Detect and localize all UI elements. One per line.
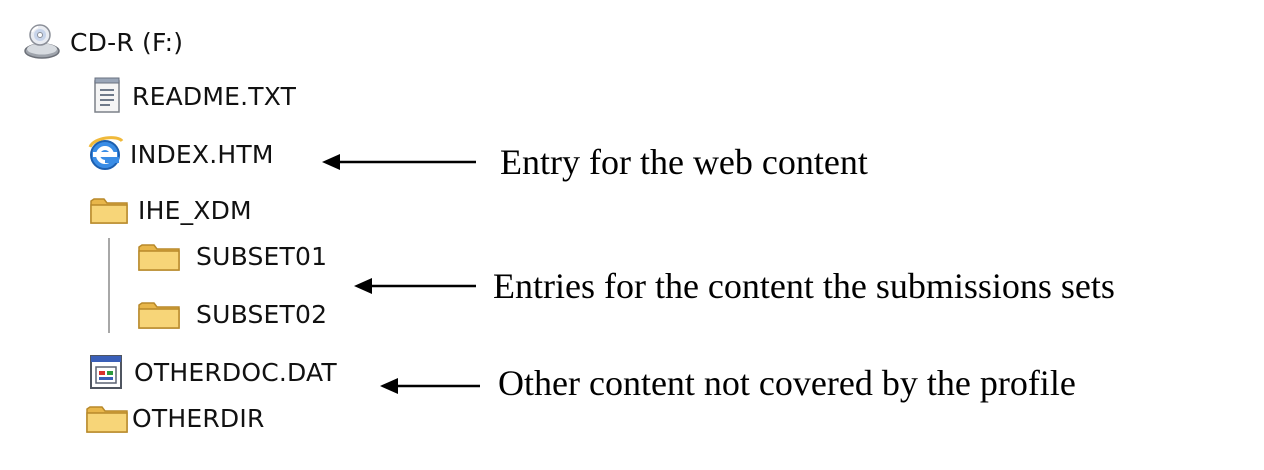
annotation-submission-sets: Entries for the content the submissions … xyxy=(493,266,1115,306)
text-file-icon xyxy=(90,76,124,116)
folder-icon xyxy=(136,294,182,334)
arrow-other-content xyxy=(380,378,480,394)
tree-item-otherdoc[interactable]: OTHERDOC.DAT xyxy=(88,352,337,392)
tree-connector-line xyxy=(108,238,110,333)
tree-item-drive[interactable]: CD-R (F:) xyxy=(22,22,183,62)
arrow-submission-sets xyxy=(354,278,476,294)
internet-explorer-icon xyxy=(84,133,126,175)
ihe-xdm-label: IHE_XDM xyxy=(138,195,252,225)
arrow-web-content xyxy=(322,154,476,170)
index-label: INDEX.HTM xyxy=(130,139,274,169)
tree-item-subset01[interactable]: SUBSET01 xyxy=(136,236,327,276)
folder-icon xyxy=(84,398,130,438)
annotation-web-content: Entry for the web content xyxy=(500,142,868,182)
tree-item-index[interactable]: INDEX.HTM xyxy=(84,134,274,174)
subset02-label: SUBSET02 xyxy=(196,299,328,329)
readme-label: README.TXT xyxy=(132,81,297,111)
annotation-other-content: Other content not covered by the profile xyxy=(498,363,1076,403)
otherdir-label: OTHERDIR xyxy=(132,403,265,433)
data-file-icon xyxy=(88,352,124,392)
otherdoc-label: OTHERDOC.DAT xyxy=(134,357,337,387)
folder-icon xyxy=(136,236,182,276)
subset01-label: SUBSET01 xyxy=(196,241,328,271)
cd-drive-icon xyxy=(22,22,62,62)
folder-icon xyxy=(88,190,130,230)
tree-item-subset02[interactable]: SUBSET02 xyxy=(136,294,327,334)
tree-item-readme[interactable]: README.TXT xyxy=(90,76,296,116)
tree-item-otherdir[interactable]: OTHERDIR xyxy=(84,398,265,438)
drive-label: CD-R (F:) xyxy=(70,27,184,57)
tree-item-ihe-xdm[interactable]: IHE_XDM xyxy=(88,190,252,230)
